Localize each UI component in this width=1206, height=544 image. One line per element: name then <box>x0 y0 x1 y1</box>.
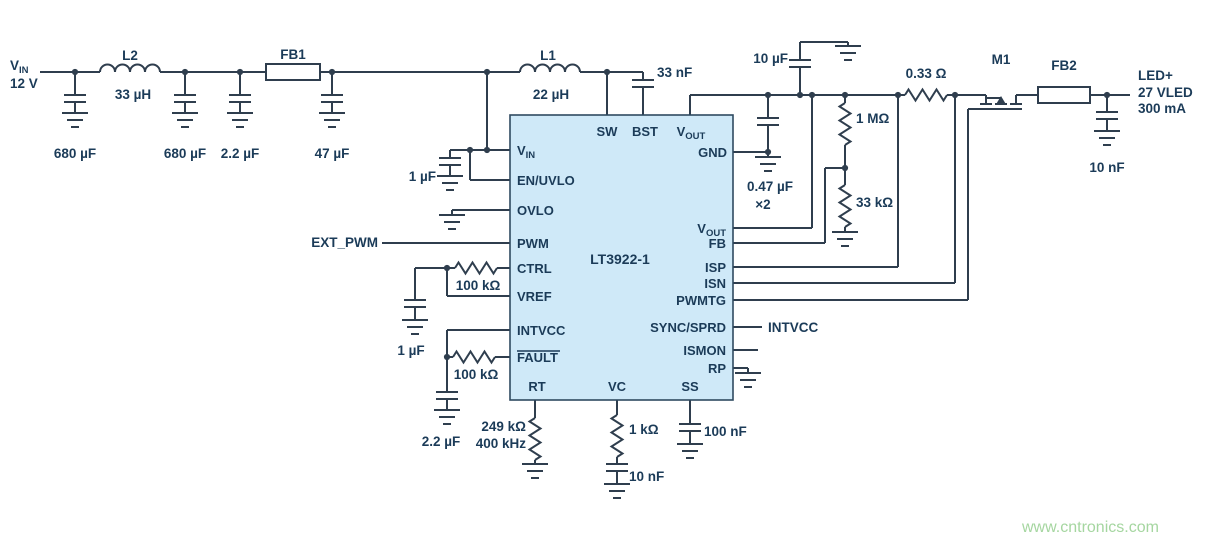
pin-label-ismon: ISMON <box>683 343 726 358</box>
label-c-out: 0.47 µF <box>747 179 793 194</box>
label-c-ctrl: 1 µF <box>397 343 424 358</box>
resistor-vc-1k <box>609 414 625 458</box>
ferrite-bead-fb1 <box>265 63 321 81</box>
label-r-rt: 249 kΩ <box>481 419 526 434</box>
mosfet-m1 <box>980 95 1022 110</box>
component-labels: VIN 12 V 680 µF L2 33 µH 680 µF 2.2 µF F… <box>10 47 1193 484</box>
pin-label-vout-right: VOUT <box>697 221 726 239</box>
pin-label-vin: VIN <box>517 143 535 161</box>
pin-label-isn: ISN <box>704 276 726 291</box>
pin-label-vc: VC <box>608 379 627 394</box>
ferrite-bead-fb2 <box>1037 86 1091 104</box>
pin-label-fault: FAULT <box>517 350 558 365</box>
junction-dots <box>71 68 1111 361</box>
label-r-fb-top: 1 MΩ <box>856 111 890 126</box>
label-c-vin: 1 µF <box>409 169 436 184</box>
pin-label-pwmtg: PWMTG <box>676 293 726 308</box>
label-c-bst: 33 nF <box>657 65 692 80</box>
resistor-33k <box>837 184 853 228</box>
pin-label-isp: ISP <box>705 260 726 275</box>
label-ext-pwm: EXT_PWM <box>311 235 378 250</box>
pin-label-fb: FB <box>709 236 726 251</box>
label-l1-ref: L1 <box>540 48 556 63</box>
inductor-l1 <box>519 63 581 73</box>
pin-label-rp: RP <box>708 361 726 376</box>
pin-label-ctrl: CTRL <box>517 261 552 276</box>
pin-label-pwm: PWM <box>517 236 549 251</box>
label-r-fb-bot: 33 kΩ <box>856 195 893 210</box>
label-m1: M1 <box>992 52 1011 67</box>
label-led-voltage: 27 VLED <box>1138 85 1193 100</box>
label-c-vc: 10 nF <box>629 469 664 484</box>
label-rt-freq: 400 kHz <box>476 436 527 451</box>
pin-label-ss: SS <box>681 379 699 394</box>
label-fb2: FB2 <box>1051 58 1077 73</box>
resistor-ctrl-100k <box>454 260 498 276</box>
label-r-ctrl: 100 kΩ <box>456 278 501 293</box>
pin-label-sync-sprd: SYNC/SPRD <box>650 320 726 335</box>
pin-label-sw: SW <box>597 124 619 139</box>
vin-voltage-label: 12 V <box>10 76 38 91</box>
label-c1: 680 µF <box>54 146 96 161</box>
resistor-symbols <box>452 87 948 461</box>
label-l2-ref: L2 <box>122 48 138 63</box>
label-led-current: 300 mA <box>1138 101 1186 116</box>
watermark: www.cntronics.com <box>1021 519 1159 536</box>
pin-label-vout-top: VOUT <box>677 124 706 142</box>
ic-pin-labels: SW BST VOUT GND VIN EN/UVLO OVLO PWM CTR… <box>517 124 727 394</box>
pin-label-en-uvlo: EN/UVLO <box>517 173 575 188</box>
label-c3: 2.2 µF <box>221 146 260 161</box>
inductor-l2 <box>99 63 161 73</box>
pin-label-ovlo: OVLO <box>517 203 554 218</box>
label-r-vc: 1 kΩ <box>629 422 659 437</box>
resistor-fault-100k <box>452 349 496 365</box>
label-fb1: FB1 <box>280 47 306 62</box>
label-c2: 680 µF <box>164 146 206 161</box>
ic-body <box>509 114 734 401</box>
label-l2-value: 33 µH <box>115 87 151 102</box>
pin-label-bst: BST <box>632 124 658 139</box>
label-c-ss: 100 nF <box>704 424 747 439</box>
label-c-out-qty: ×2 <box>755 197 770 212</box>
label-c4: 47 µF <box>315 146 350 161</box>
pin-label-gnd: GND <box>698 145 727 160</box>
label-c-intvcc: 2.2 µF <box>422 434 461 449</box>
label-l1-value: 22 µH <box>533 87 569 102</box>
pin-label-intvcc: INTVCC <box>517 323 566 338</box>
resistor-1M <box>837 102 853 146</box>
resistor-rt-249k <box>527 417 543 461</box>
label-r-sense: 0.33 Ω <box>906 66 947 81</box>
label-c-led: 10 nF <box>1089 160 1124 175</box>
label-c-hf: 10 µF <box>753 51 788 66</box>
label-intvcc-net: INTVCC <box>768 320 819 335</box>
label-led-plus: LED+ <box>1138 68 1173 83</box>
vin-terminal-label: VIN <box>10 58 29 76</box>
resistor-sense-033 <box>904 87 948 103</box>
ic-part-number: LT3922-1 <box>590 251 650 267</box>
pin-label-rt: RT <box>528 379 545 394</box>
pin-label-vref: VREF <box>517 289 552 304</box>
label-r-fault: 100 kΩ <box>454 367 499 382</box>
